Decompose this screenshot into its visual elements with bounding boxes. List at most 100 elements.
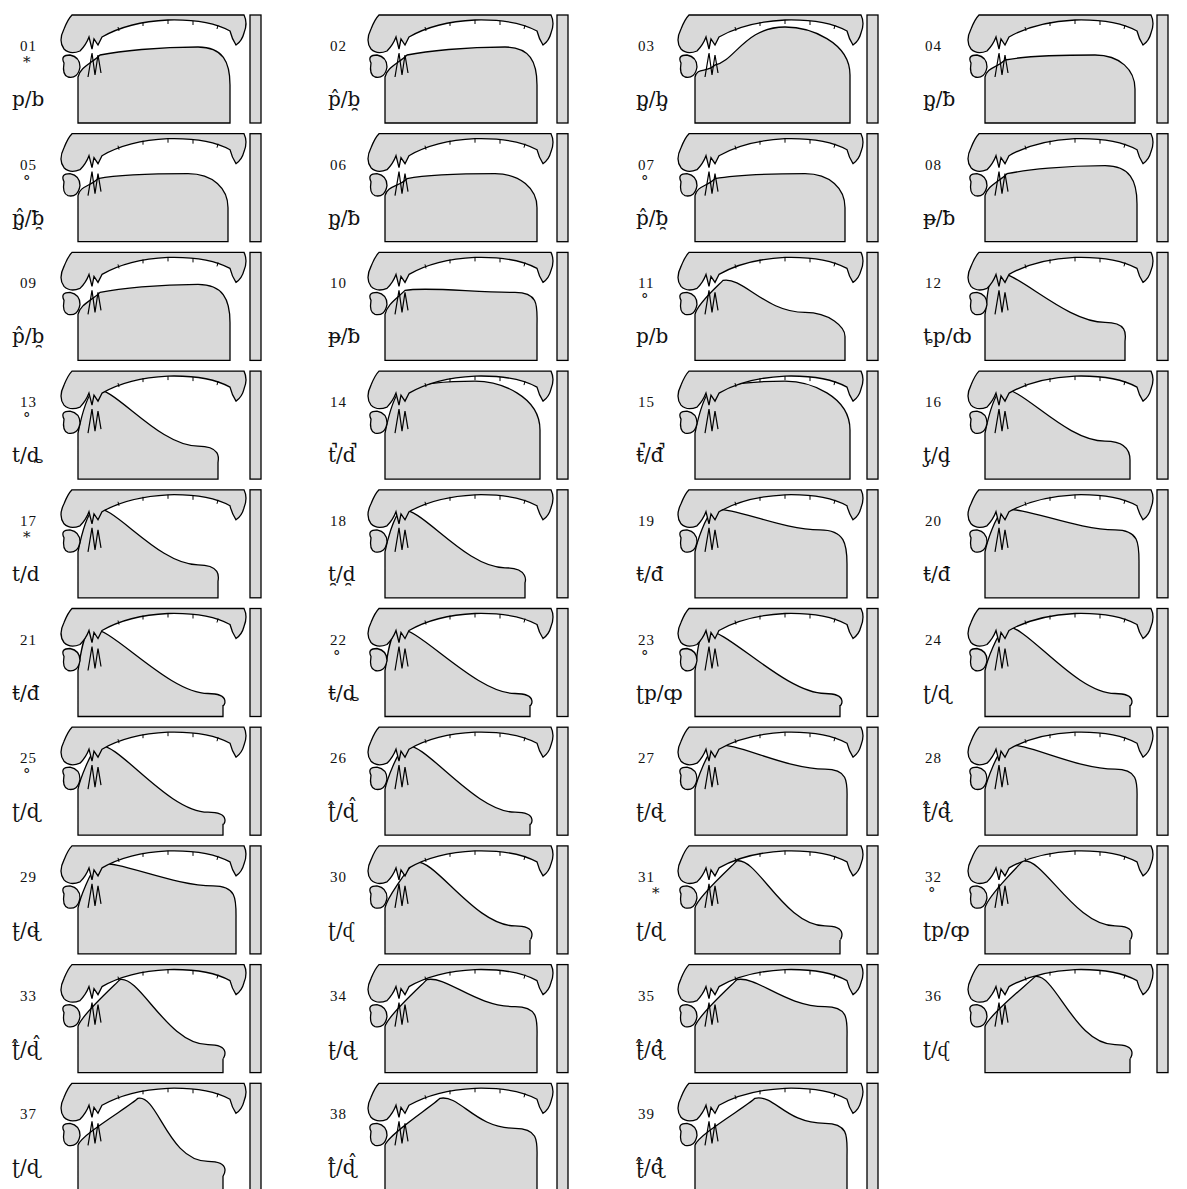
pharynx-wall	[1157, 15, 1168, 123]
upper-jaw	[968, 371, 1153, 409]
panel-mark: *	[23, 55, 31, 70]
upper-jaw	[968, 846, 1153, 884]
upper-jaw	[61, 134, 246, 172]
pharynx-wall	[1157, 846, 1168, 954]
upper-jaw	[678, 1083, 863, 1121]
upper-jaw	[678, 134, 863, 172]
panel-number: 35	[638, 989, 655, 1004]
lower-teeth	[88, 884, 101, 908]
pharynx-wall	[250, 252, 261, 360]
lower-teeth	[395, 172, 408, 196]
tongue-shape	[985, 626, 1132, 716]
lower-teeth	[88, 53, 101, 77]
panel-number: 14	[330, 395, 347, 410]
upper-jaw	[61, 252, 246, 290]
vocal-tract-panel	[61, 846, 261, 954]
lower-teeth	[995, 528, 1008, 552]
pharynx-wall	[867, 727, 878, 835]
panel-number: 04	[925, 39, 942, 54]
palate-ticks	[735, 851, 835, 862]
tongue-shape	[695, 861, 842, 954]
palate-ticks	[1025, 732, 1125, 743]
phonetic-symbol: p̂/b̯	[12, 326, 44, 346]
vocal-tract-panel	[368, 15, 568, 123]
vocal-tract-panel	[61, 15, 261, 123]
pharynx-wall	[250, 1083, 261, 1189]
tongue-shape	[385, 862, 532, 954]
lower-teeth	[88, 528, 101, 552]
vocal-tract-panel	[968, 15, 1168, 123]
panel-number: 27	[638, 751, 655, 766]
pharynx-wall	[867, 134, 878, 242]
lower-lip	[63, 649, 80, 671]
upper-jaw	[968, 490, 1153, 528]
tongue-shape	[78, 47, 230, 123]
pharynx-wall	[1157, 727, 1168, 835]
lower-teeth	[995, 53, 1008, 77]
phonetic-symbol: p/b	[636, 326, 668, 346]
tongue-shape	[78, 628, 225, 716]
palate-ticks	[118, 257, 218, 268]
lower-lip	[680, 292, 697, 314]
tongue-shape	[385, 745, 532, 835]
phonetic-symbol: ʈ/ᶑ	[328, 920, 353, 940]
palate-ticks	[735, 1088, 835, 1099]
lower-teeth	[995, 290, 1008, 314]
panel-mark: °	[23, 174, 31, 189]
palate-ticks	[118, 970, 218, 981]
lower-lip	[680, 1123, 697, 1145]
phonetic-symbol: t̡/d̡	[923, 445, 951, 465]
lower-teeth	[395, 409, 408, 433]
phonetic-symbol: ʈ/ɖ	[12, 1157, 40, 1177]
pharynx-wall	[250, 134, 261, 242]
vocal-tract-panel	[678, 490, 878, 598]
lower-lip	[680, 55, 697, 77]
pharynx-wall	[1157, 965, 1168, 1073]
lower-lip	[370, 1005, 387, 1027]
pharynx-wall	[1157, 371, 1168, 479]
lower-lip	[63, 767, 80, 789]
tongue-shape	[385, 979, 537, 1072]
phonetic-symbol: p/b	[12, 89, 44, 109]
lower-teeth	[395, 884, 408, 908]
palate-ticks	[735, 614, 835, 625]
lower-teeth	[88, 647, 101, 671]
palate-ticks	[425, 732, 525, 743]
upper-jaw	[368, 727, 553, 765]
vocal-tract-panel	[678, 15, 878, 123]
palate-ticks	[1025, 614, 1125, 625]
panel-mark: °	[333, 649, 341, 664]
phonetic-symbol: ʈ̵̂/ɖ̵̂	[636, 1157, 664, 1177]
vocal-tract-panel	[368, 490, 568, 598]
palate-ticks	[425, 139, 525, 150]
tongue-shape	[78, 1098, 225, 1189]
lower-lip	[680, 174, 697, 196]
palate-ticks	[425, 20, 525, 31]
phonetic-symbol: ʈ̵/ɖ̵	[328, 1039, 356, 1059]
tongue-shape	[78, 389, 218, 479]
lower-lip	[370, 55, 387, 77]
lower-lip	[970, 530, 987, 552]
pharynx-wall	[557, 371, 568, 479]
phonetic-symbol: ȶp/ȸ	[923, 326, 972, 346]
lower-teeth	[995, 1003, 1008, 1027]
lower-lip	[680, 649, 697, 671]
vocal-tract-panel	[61, 252, 261, 360]
palate-ticks	[425, 376, 525, 387]
panel-number: 16	[925, 395, 942, 410]
phonetic-symbol: p̡/b̡	[636, 89, 668, 109]
palate-ticks	[118, 614, 218, 625]
lower-teeth	[88, 290, 101, 314]
tongue-shape	[695, 745, 847, 835]
panel-number: 07	[638, 158, 655, 173]
vocal-tract-panel	[678, 134, 878, 242]
panel-mark: *	[652, 886, 660, 901]
lower-lip	[63, 292, 80, 314]
panel-number: 02	[330, 39, 347, 54]
tongue-shape	[985, 166, 1137, 242]
panel-number: 05	[20, 158, 37, 173]
upper-jaw	[678, 15, 863, 53]
lower-teeth	[995, 647, 1008, 671]
panel-number: 08	[925, 158, 942, 173]
